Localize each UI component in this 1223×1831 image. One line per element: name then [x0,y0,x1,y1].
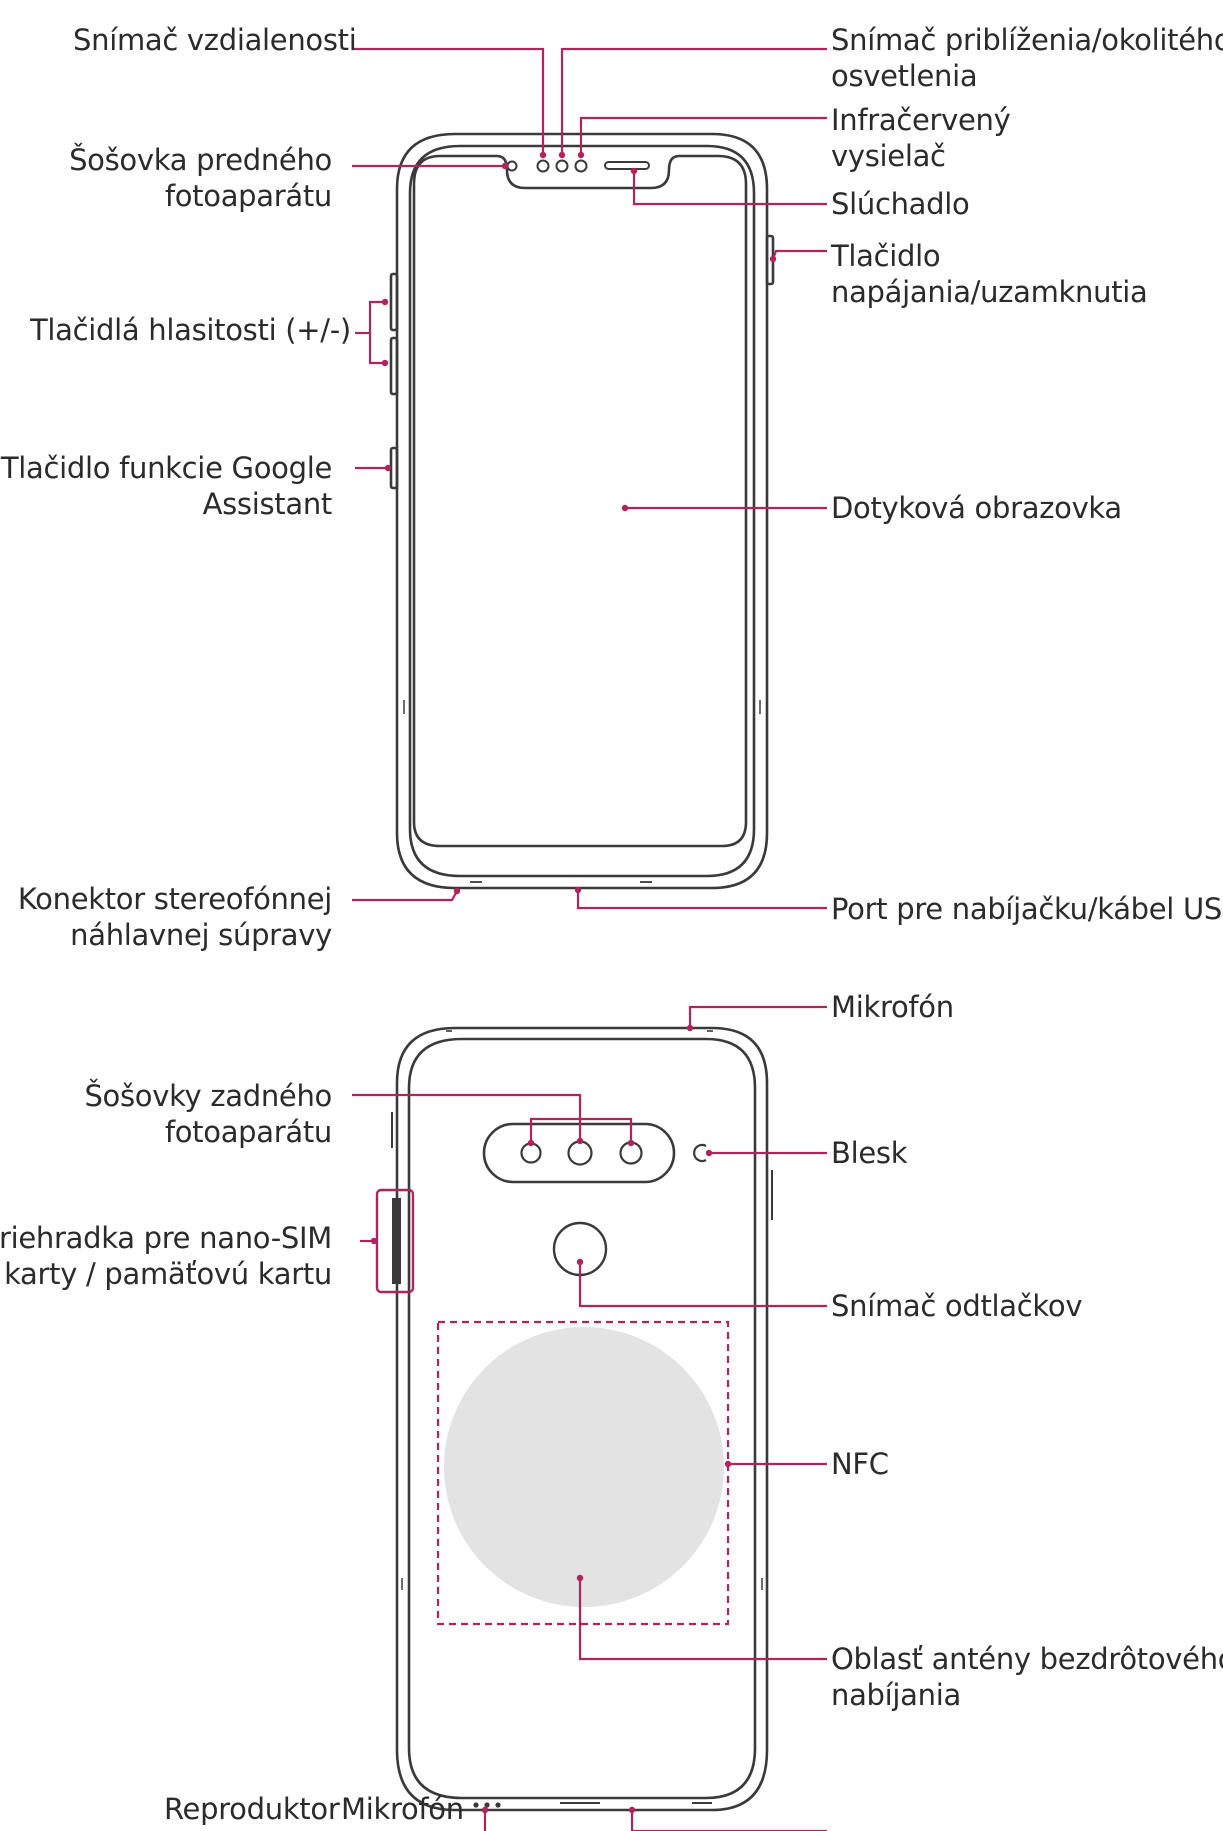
front-phone [389,132,775,890]
front-assistant-key [389,446,399,490]
rear-camera-lens-1 [520,1142,542,1164]
label-ir-led-line-2: vysielač [831,139,946,173]
label-sim-tray-line-1: Priehradka pre nano-SIM [0,1221,332,1255]
label-ambient-sensor: Snímač priblíženia/okolitého osvetlenia [831,22,1223,94]
back-callout-lines [352,1005,827,1831]
label-wireless-charging-line-1: Oblasť antény bezdrôtového [831,1642,1223,1676]
label-ambient-sensor-line-1: Snímač priblíženia/okolitého [831,23,1223,57]
label-proximity-sensor: Snímač vzdialenosti [73,23,357,57]
label-speaker: Reproduktor [164,1792,340,1826]
label-wireless-charging-line-2: nabíjania [831,1678,961,1712]
label-front-camera-line-1: Šošovka predného [69,143,332,177]
front-body-outline [395,132,769,890]
label-headset-jack-line-1: Konektor stereofónnej [17,882,332,916]
label-assistant-key: Tlačidlo funkcie Google Assistant [1,450,332,522]
front-callout-dots [381,151,777,895]
label-front-camera-line-2: fotoaparátu [164,179,332,213]
front-volume-up-key [389,272,399,332]
label-assistant-key-line-1: Tlačidlo funkcie Google [0,451,332,485]
label-earpiece: Slúchadlo [831,187,970,221]
ambient-sensor-dot [555,159,569,173]
label-fingerprint: Snímač odtlačkov [831,1289,1083,1323]
back-callout-dots [370,1024,732,1814]
sim-tray-slot [392,1198,401,1284]
label-wireless-charging: Oblasť antény bezdrôtového nabíjania [831,1641,1223,1713]
label-power-key: Tlačidlo napájania/uzamknutia [831,238,1148,310]
proximity-sensor-dot [536,159,550,173]
label-rear-cameras: Šošovky zadného fotoaparátu [84,1078,332,1150]
wireless-charging-antenna [444,1327,724,1607]
earpiece-slot [604,161,650,170]
front-callout-lines [352,47,827,910]
front-volume-down-key [389,336,399,396]
label-usb-port: Port pre nabíjačku/kábel USB [831,892,1223,926]
back-inner-frame [407,1037,757,1800]
label-ir-led: Infračervený vysielač [831,102,1011,174]
label-rear-cameras-line-1: Šošovky zadného [84,1079,332,1113]
label-flash: Blesk [831,1136,908,1170]
label-ambient-sensor-line-2: osvetlenia [831,59,978,93]
label-headset-jack-line-2: náhlavnej súpravy [70,918,332,952]
label-headset-jack: Konektor stereofónnej náhlavnej súpravy [18,881,332,953]
label-nfc: NFC [831,1447,889,1481]
ir-emitter-dot [574,159,588,173]
front-camera-lens [506,160,518,172]
label-assistant-key-line-2: Assistant [202,487,333,521]
label-touch-screen: Dotyková obrazovka [831,491,1122,525]
label-sim-tray: Priehradka pre nano-SIM karty / pamäťovú… [0,1220,332,1292]
front-inner-frame [408,144,756,878]
label-sim-tray-line-2: karty / pamäťovú kartu [4,1257,332,1291]
label-volume-keys: Tlačidlá hlasitosti (+/-) [30,313,351,347]
rear-camera-lens-2 [567,1140,593,1166]
label-ir-led-line-1: Infračervený [831,103,1011,137]
label-microphone-bottom: Mikrofón [341,1792,464,1826]
speaker-holes [473,1802,501,1808]
back-body-outline [395,1026,769,1812]
label-power-key-line-2: napájania/uzamknutia [831,275,1148,309]
flash-led [693,1143,707,1163]
label-front-camera: Šošovka predného fotoaparátu [69,142,332,214]
label-power-key-line-1: Tlačidlo [831,239,941,273]
front-screen-outline [412,154,748,848]
label-rear-cameras-line-2: fotoaparátu [164,1115,332,1149]
label-microphone-top: Mikrofón [831,990,954,1024]
nfc-antenna-area [436,1320,730,1626]
